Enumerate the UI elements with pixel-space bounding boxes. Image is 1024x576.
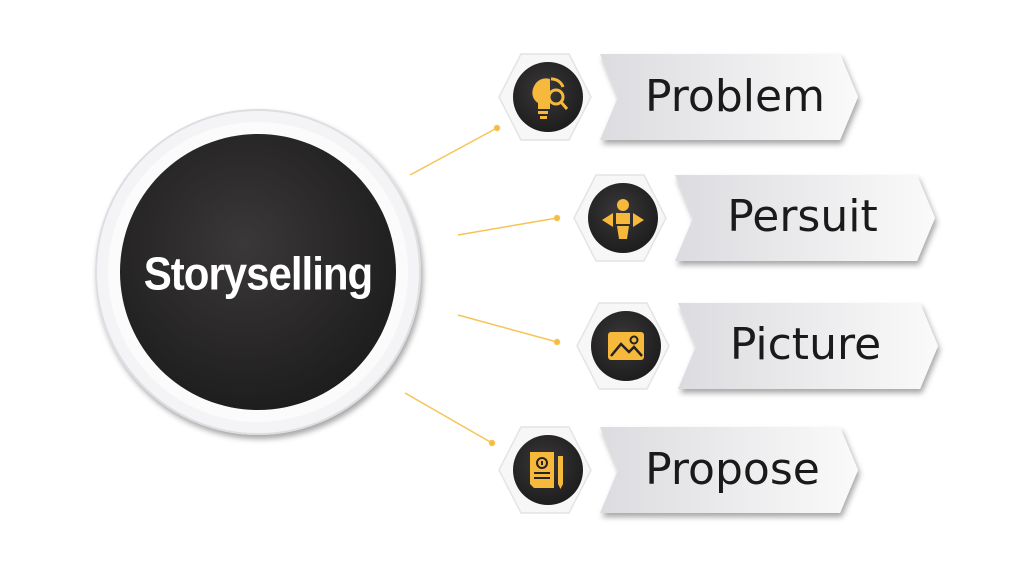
connector-persuit — [457, 217, 558, 236]
connector-problem — [409, 127, 498, 176]
connector-picture — [457, 314, 558, 343]
banner-picture — [678, 303, 938, 389]
center-title: Storyselling — [143, 247, 373, 300]
item-label-persuit: Persuit — [727, 191, 878, 242]
connector-dot — [553, 338, 561, 346]
connector-dot — [553, 214, 561, 222]
lightbulb-puzzle-magnifier-icon — [532, 77, 569, 119]
connectors — [404, 124, 561, 447]
item-problem — [498, 53, 858, 141]
connector-dot — [493, 124, 501, 132]
banner-propose — [600, 427, 858, 513]
banner-problem — [600, 54, 858, 140]
item-picture — [576, 302, 938, 390]
item-label-picture: Picture — [729, 319, 882, 370]
item-propose — [498, 426, 858, 514]
document-pen-icon — [530, 452, 563, 489]
item-label-propose: Propose — [645, 444, 820, 495]
image-icon — [608, 332, 644, 360]
item-persuit — [573, 174, 935, 262]
connector-dot — [488, 439, 496, 447]
item-label-problem: Problem — [645, 71, 825, 122]
person-direction-arrows-icon — [602, 199, 644, 239]
center-circle — [95, 109, 421, 435]
banner-persuit — [675, 175, 935, 261]
connector-propose — [404, 392, 493, 444]
